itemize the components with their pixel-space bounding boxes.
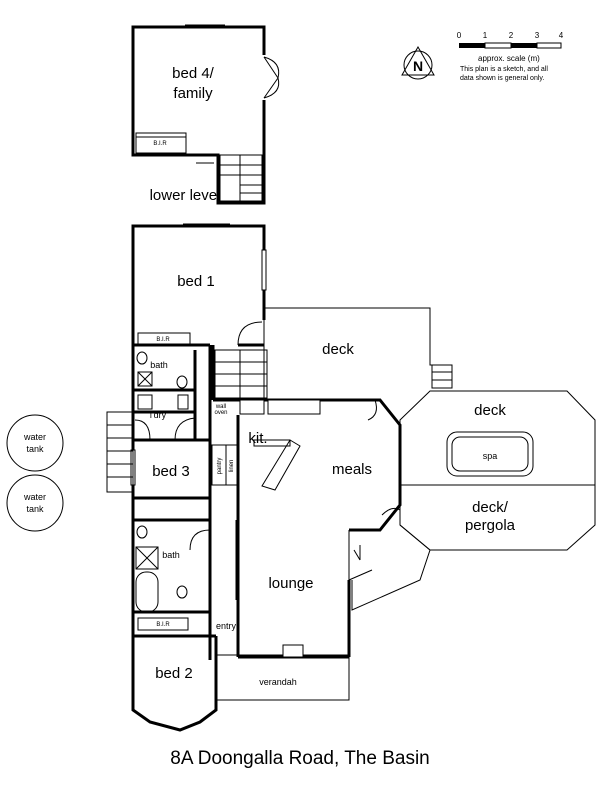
compass-letter: N bbox=[413, 58, 423, 74]
scale-label: approx. scale (m) bbox=[478, 54, 540, 63]
label-water-tank-2-line2: tank bbox=[26, 504, 44, 514]
main-house-walls bbox=[106, 223, 596, 732]
label-pantry: pantry bbox=[217, 458, 223, 475]
label-bed4-line2: family bbox=[173, 85, 213, 102]
label-deck-pergola: deck/ bbox=[472, 499, 509, 516]
label-deck-upper: deck bbox=[322, 341, 354, 358]
scale-tick-0: 0 bbox=[457, 31, 462, 40]
label-bath-lower: bath bbox=[162, 550, 180, 560]
label-bir-bed4: B.I.R bbox=[153, 141, 167, 147]
label-meals: meals bbox=[332, 461, 372, 478]
label-wall-oven-line2: oven bbox=[214, 410, 227, 416]
label-ldry: l'dry bbox=[150, 410, 167, 420]
label-water-tank-1-line2: tank bbox=[26, 444, 44, 454]
label-bath-upper: bath bbox=[150, 360, 168, 370]
label-deck-right: deck bbox=[474, 402, 506, 419]
label-linen: linen bbox=[229, 460, 235, 473]
label-bed3: bed 3 bbox=[152, 463, 190, 480]
scale-bar: 0 1 2 3 4 approx. scale (m) This plan is… bbox=[457, 31, 564, 82]
label-lower-level: lower level bbox=[150, 187, 221, 204]
label-bed4: bed 4/ bbox=[172, 65, 215, 82]
north-compass: N bbox=[401, 45, 435, 80]
lower-level-block bbox=[131, 24, 280, 205]
property-address: 8A Doongalla Road, The Basin bbox=[170, 748, 430, 769]
scale-note-line2: data shown is general only. bbox=[460, 75, 544, 82]
label-bed1: bed 1 bbox=[177, 273, 215, 290]
label-verandah: verandah bbox=[259, 677, 297, 687]
scale-tick-4: 4 bbox=[559, 31, 564, 40]
label-kit: kit. bbox=[248, 430, 267, 447]
water-tank-1 bbox=[6, 414, 64, 472]
water-tank-2 bbox=[6, 474, 64, 532]
label-wall-oven: wall bbox=[215, 404, 226, 410]
scale-tick-1: 1 bbox=[483, 31, 488, 40]
label-water-tank-2: water bbox=[23, 492, 46, 502]
label-bir-bed1: B.I.R bbox=[156, 337, 170, 343]
label-entry: entry bbox=[216, 621, 237, 631]
label-water-tank-1: water bbox=[23, 432, 46, 442]
label-bir-bed2: B.I.R bbox=[156, 622, 170, 628]
label-lounge: lounge bbox=[268, 575, 313, 592]
scale-tick-3: 3 bbox=[535, 31, 540, 40]
scale-note-line1: This plan is a sketch, and all bbox=[460, 66, 548, 73]
label-spa: spa bbox=[483, 451, 498, 461]
label-bed2: bed 2 bbox=[155, 665, 193, 682]
scale-tick-2: 2 bbox=[509, 31, 514, 40]
label-deck-pergola-line2: pergola bbox=[465, 517, 516, 534]
